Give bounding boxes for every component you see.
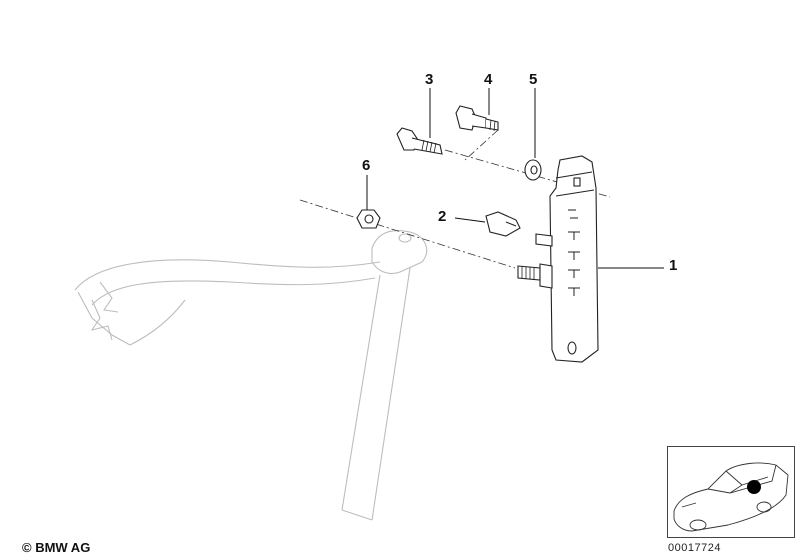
callout-3: 3 — [425, 71, 434, 88]
location-marker-icon — [747, 480, 761, 494]
callout-1: 1 — [669, 257, 678, 274]
leader-2 — [454, 217, 486, 223]
car-outline-icon — [673, 462, 789, 532]
washer-part-5 — [524, 159, 542, 181]
seat-belt-context — [74, 230, 428, 521]
callout-6: 6 — [362, 157, 371, 174]
callout-4: 4 — [484, 71, 493, 88]
copyright-label: © BMW AG — [22, 540, 91, 555]
screw-part-4 — [455, 105, 499, 132]
leader-lines — [366, 88, 664, 269]
callout-2: 2 — [438, 208, 447, 225]
nut-part-6 — [356, 209, 381, 229]
bolt-part-3 — [396, 127, 443, 155]
vehicle-locator-thumbnail — [667, 446, 795, 538]
height-adjuster-part-1 — [517, 155, 599, 363]
clip-part-2 — [485, 211, 521, 237]
callout-5: 5 — [529, 71, 538, 88]
document-number: 00017724 — [668, 542, 721, 554]
